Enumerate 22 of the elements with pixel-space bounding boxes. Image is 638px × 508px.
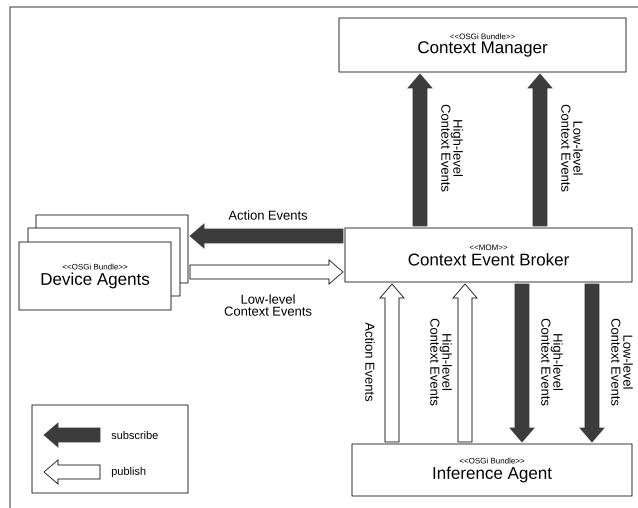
block-arrow xyxy=(527,73,553,226)
component-box: <<MOM>> Context Event Broker xyxy=(344,228,632,282)
block-arrow xyxy=(189,223,344,249)
legend-label: subscribe xyxy=(112,430,158,440)
legend-label: publish xyxy=(112,466,146,478)
stacked-box: <<OSGi Bundle>> Device Agents xyxy=(18,214,188,310)
edge-label: Low-level Context Events xyxy=(224,294,312,316)
edge-label: Low-level Context Events xyxy=(561,104,583,192)
edge-label: High-level Context Events xyxy=(541,318,563,406)
block-arrow xyxy=(509,284,535,443)
block-arrow xyxy=(579,284,605,443)
component-box: <<OSGi Bundle>> Inference Agent xyxy=(352,444,632,496)
edge-label: Low-level Context Events xyxy=(611,318,633,406)
block-arrow xyxy=(407,73,433,226)
component-box: <<OSGi Bundle>> Context Manager xyxy=(338,18,626,72)
block-arrow xyxy=(190,259,344,285)
block-arrow xyxy=(452,283,478,442)
edge-label: Action Events xyxy=(365,322,375,402)
edge-label: High-level Context Events xyxy=(441,104,463,192)
edge-label: Action Events xyxy=(228,210,308,220)
edge-label: High-level Context Events xyxy=(430,318,452,406)
block-arrow xyxy=(379,283,405,442)
